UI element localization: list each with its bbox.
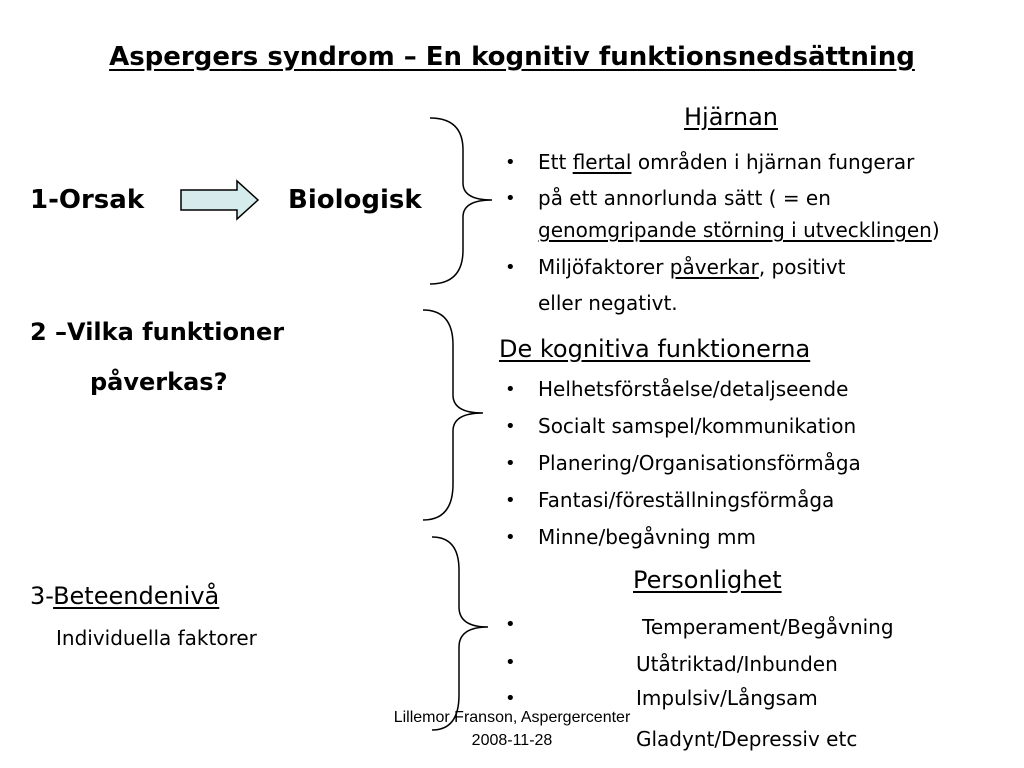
kognitiva-heading: De kognitiva funktionerna	[499, 335, 811, 363]
personlighet-heading: Personlighet	[633, 566, 782, 594]
hjarnan-item-2-underlined: genomgripande störning i utvecklingen	[538, 218, 932, 242]
bullet-icon: •	[505, 527, 516, 548]
footer-date: 2008-11-28	[471, 732, 553, 749]
slide-title: Aspergers syndrom – En kognitiv funktion…	[109, 42, 915, 72]
bullet-icon: •	[505, 152, 516, 173]
bullet-icon: •	[505, 379, 516, 400]
hjarnan-item-1-underlined: flertal	[572, 150, 632, 174]
hjarnan-item-3-underlined: påverkar	[669, 255, 759, 279]
hjarnan-item-1: Ett flertal områden i hjärnan fungerar	[538, 150, 914, 174]
footer-author: Lillemor Franson, Aspergercenter	[393, 709, 631, 726]
kognitiva-item-2: Socialt samspel/kommunikation	[538, 414, 857, 438]
hjarnan-item-1-post: områden i hjärnan fungerar	[631, 150, 915, 174]
personlighet-item-2: Utåtriktad/Inbunden	[636, 652, 838, 676]
hjarnan-item-2-line2: genomgripande störning i utvecklingen)	[538, 218, 940, 242]
hjarnan-item-3-line1: Miljöfaktorer påverkar, positivt	[538, 255, 846, 279]
orsak-label: 1-Orsak	[30, 185, 145, 215]
brace-biologi	[429, 117, 493, 285]
kognitiva-item-4: Fantasi/föreställningsförmåga	[538, 488, 835, 512]
personlighet-item-3: Impulsiv/Långsam	[636, 686, 818, 710]
kognitiva-item-1: Helhetsförståelse/detaljseende	[538, 377, 849, 401]
bullet-icon: •	[505, 614, 516, 635]
bullet-icon: •	[505, 257, 516, 278]
question-2-line1: 2 –Vilka funktioner	[30, 318, 285, 346]
hjarnan-item-1-pre: Ett	[538, 150, 573, 174]
bullet-icon: •	[505, 416, 516, 437]
bullet-icon: •	[505, 688, 516, 709]
right-arrow-icon	[180, 179, 260, 221]
kognitiva-item-3: Planering/Organisationsförmåga	[538, 451, 861, 475]
hjarnan-item-3-post: , positivt	[758, 255, 846, 279]
bullet-icon: •	[505, 652, 516, 673]
bullet-icon: •	[505, 188, 516, 209]
hjarnan-item-2-line1: på ett annorlunda sätt ( = en	[538, 186, 831, 210]
question-3-sub: Individuella faktorer	[56, 626, 257, 650]
question-3: 3-Beteendenivå	[30, 582, 219, 610]
personlighet-item-1: Temperament/Begåvning	[642, 615, 894, 639]
question-3-prefix: 3-	[30, 582, 54, 610]
kognitiva-item-5: Minne/begåvning mm	[538, 525, 756, 549]
personlighet-item-4: Gladynt/Depressiv etc	[636, 727, 858, 751]
question-3-label: Beteendenivå	[53, 582, 220, 610]
orsak-value: Biologisk	[288, 185, 422, 215]
brace-personlighet	[431, 536, 489, 731]
bullet-icon: •	[505, 453, 516, 474]
brace-kognitiva	[422, 309, 484, 521]
bullet-icon: •	[505, 490, 516, 511]
hjarnan-heading: Hjärnan	[684, 103, 778, 131]
hjarnan-item-3-line2: eller negativt.	[538, 291, 678, 315]
hjarnan-item-2-post: )	[931, 218, 940, 242]
hjarnan-item-3-pre: Miljöfaktorer	[538, 255, 670, 279]
question-2-line2: påverkas?	[90, 368, 228, 396]
